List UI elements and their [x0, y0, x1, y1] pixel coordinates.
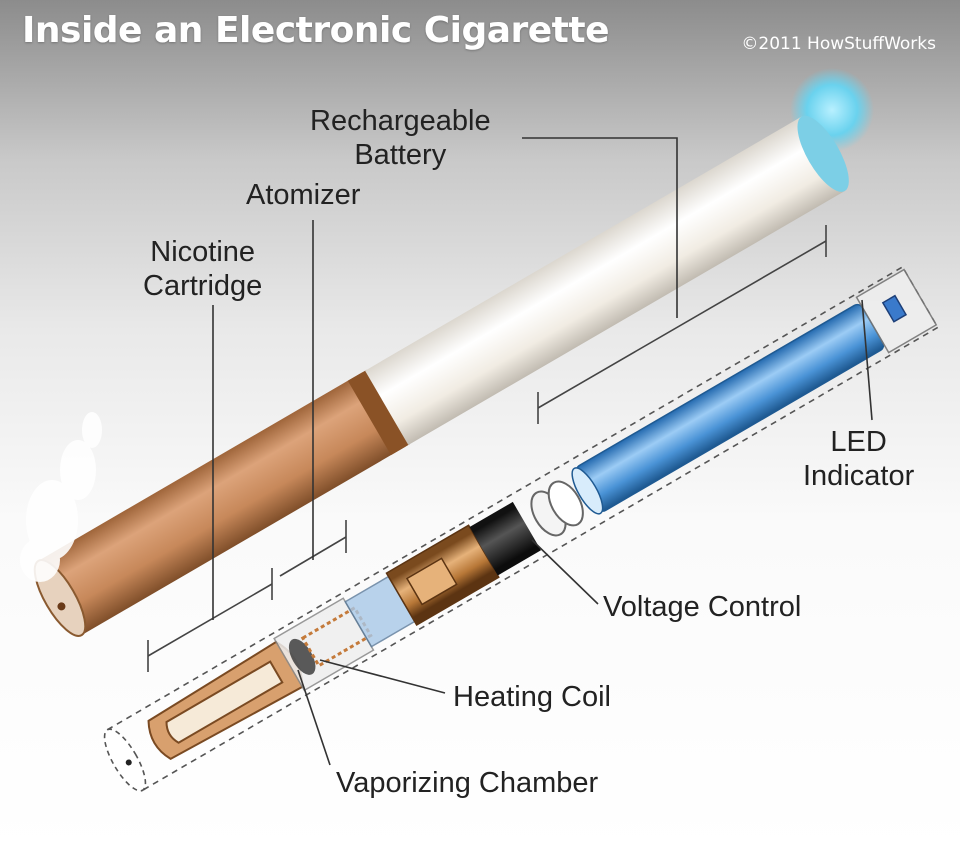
leader-voltage-control: [531, 539, 599, 605]
label-atomizer: Atomizer: [246, 179, 361, 211]
cigarette-tip-led: [797, 115, 849, 192]
copyright-credit: ©2011 HowStuffWorks: [741, 34, 936, 54]
exploded-view: [103, 265, 939, 792]
cigarette-filter: [38, 372, 406, 636]
label-led-indicator: LED Indicator: [803, 426, 915, 492]
leader-heating-coil: [319, 659, 446, 694]
casing-end: [103, 728, 147, 792]
leader-rechargeable-battery: [522, 137, 678, 318]
label-heating-coil: Heating Coil: [453, 681, 611, 713]
voltage-control-cap: [469, 501, 541, 576]
cigarette-body: [365, 116, 845, 446]
leader-led-indicator: [861, 299, 873, 421]
label-nicotine-cartridge: Nicotine Cartridge: [143, 236, 263, 302]
diagram-title: Inside an Electronic Cigarette: [22, 10, 610, 51]
leader-lines: [212, 137, 873, 766]
vapor-puff: [20, 412, 102, 582]
led-indicator-part: [881, 294, 908, 323]
assembled-e-cigarette: [33, 115, 849, 637]
label-rechargeable-battery: Rechargeable Battery: [310, 105, 491, 171]
leader-vaporizing-chamber: [297, 669, 331, 766]
filter-ring: [347, 369, 411, 456]
cartridge-core: [165, 660, 284, 744]
label-vaporizing-chamber: Vaporizing Chamber: [336, 767, 599, 799]
label-voltage-control: Voltage Control: [603, 591, 802, 623]
